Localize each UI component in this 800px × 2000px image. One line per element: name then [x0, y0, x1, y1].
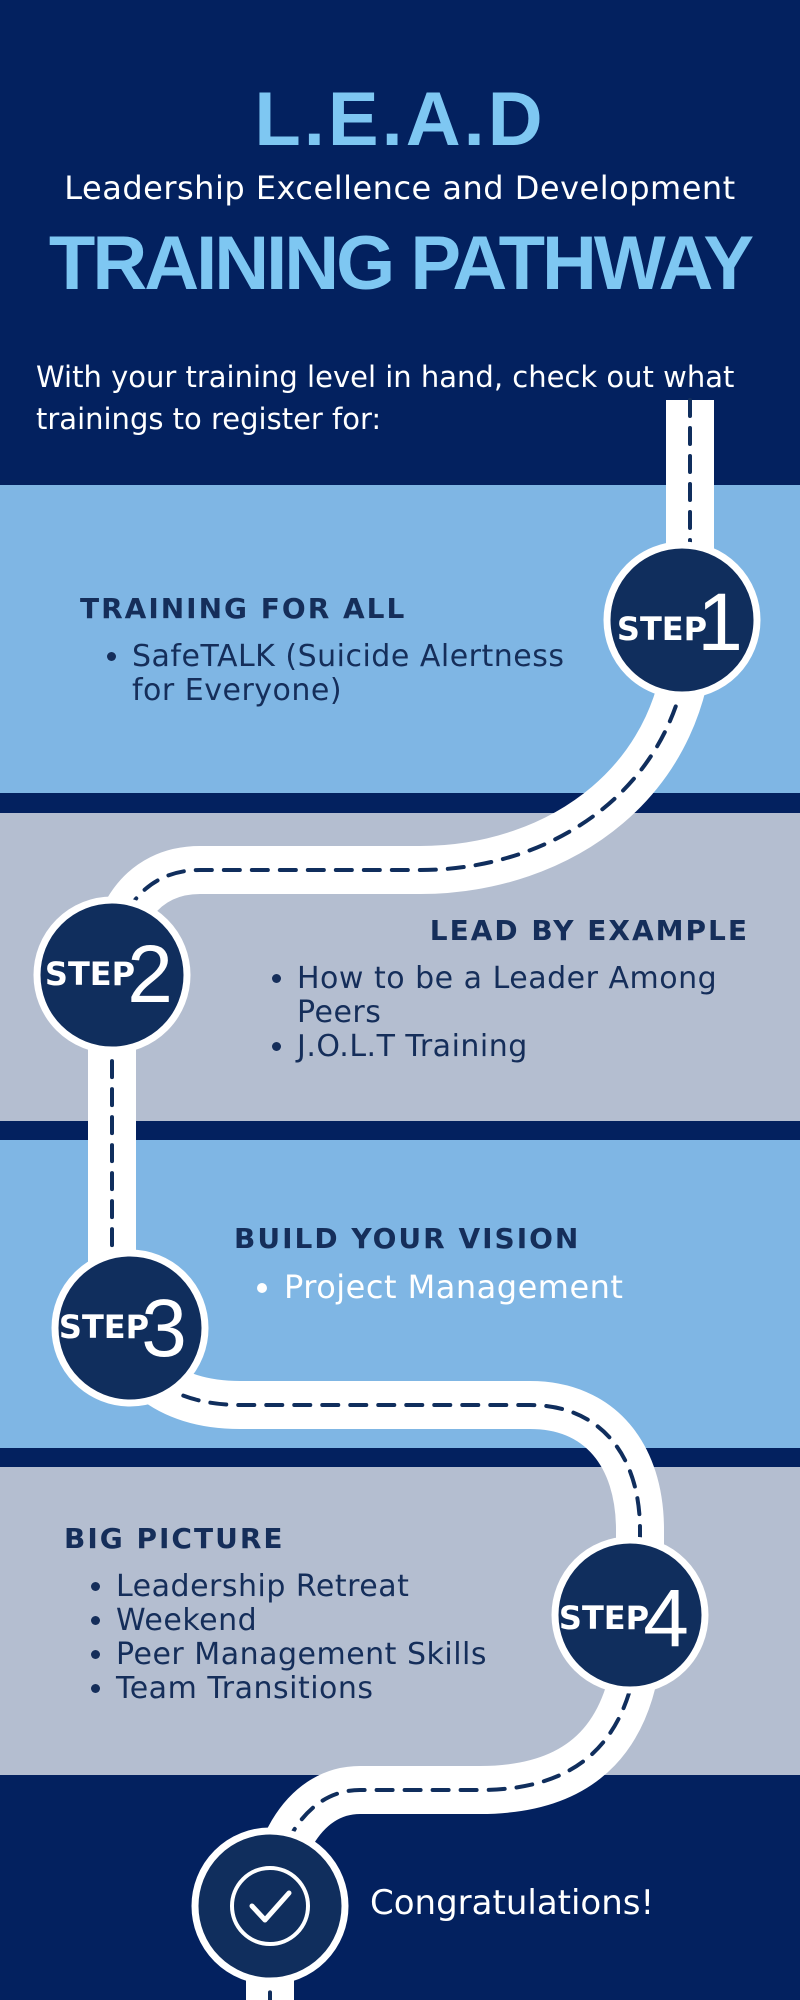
- page-subtitle: Leadership Excellence and Development: [64, 169, 736, 207]
- page-title: L.E.A.D: [254, 77, 546, 162]
- list-item: Team Transitions: [116, 1671, 584, 1706]
- step-1-badge: STEP 1: [603, 541, 761, 699]
- step-2-section: LEAD BY EXAMPLE How to be a Leader Among…: [245, 914, 755, 1064]
- step-4-badge: STEP 4: [551, 1536, 709, 1694]
- list-item: Project Management: [284, 1270, 732, 1304]
- road-surface: [88, 400, 714, 2000]
- list-item: SafeTALK (Suicide Alertness for Everyone…: [132, 639, 600, 708]
- list-item: Leadership Retreat: [116, 1569, 584, 1604]
- step-1-number: 1: [697, 577, 743, 668]
- step-2-number: 2: [127, 929, 173, 1020]
- step-4-number: 4: [643, 1573, 689, 1664]
- pathway-title: TRAINING PATHWAY: [48, 221, 754, 306]
- finish-badge: [191, 1827, 349, 1985]
- list-item: Weekend: [116, 1603, 584, 1638]
- step-3-badge: STEP 3: [51, 1249, 209, 1407]
- step-3-section: BUILD YOUR VISION Project Management: [232, 1222, 732, 1304]
- step-3-word: STEP: [59, 1308, 149, 1346]
- list-item: J.O.L.T Training: [297, 1029, 755, 1064]
- step-1-word: STEP: [617, 610, 707, 648]
- step-4-word: STEP: [559, 1599, 649, 1637]
- step-3-number: 3: [141, 1283, 187, 1374]
- list-item: Peer Management Skills: [116, 1637, 584, 1672]
- intro-text: With your training level in hand, check …: [36, 360, 735, 436]
- step-2-badge: STEP 2: [33, 896, 191, 1054]
- step-3-heading: BUILD YOUR VISION: [234, 1222, 581, 1255]
- step-3-list: Project Management: [232, 1270, 732, 1304]
- step-2-list: How to be a Leader Among Peers J.O.L.T T…: [245, 961, 755, 1064]
- step-1-list: SafeTALK (Suicide Alertness for Everyone…: [80, 639, 600, 708]
- congratulations-text: Congratulations!: [370, 1883, 655, 1923]
- step-4-section: BIG PICTURE Leadership Retreat Weekend P…: [64, 1522, 584, 1706]
- step-1-heading: TRAINING FOR ALL: [80, 592, 407, 625]
- step-2-heading: LEAD BY EXAMPLE: [429, 914, 749, 947]
- step-2-word: STEP: [45, 955, 135, 993]
- step-1-section: TRAINING FOR ALL SafeTALK (Suicide Alert…: [80, 592, 600, 708]
- step-4-list: Leadership Retreat Weekend Peer Manageme…: [64, 1569, 584, 1706]
- check-icon: [249, 1890, 292, 1923]
- step-4-heading: BIG PICTURE: [64, 1522, 285, 1555]
- list-item: How to be a Leader Among Peers: [297, 961, 755, 1030]
